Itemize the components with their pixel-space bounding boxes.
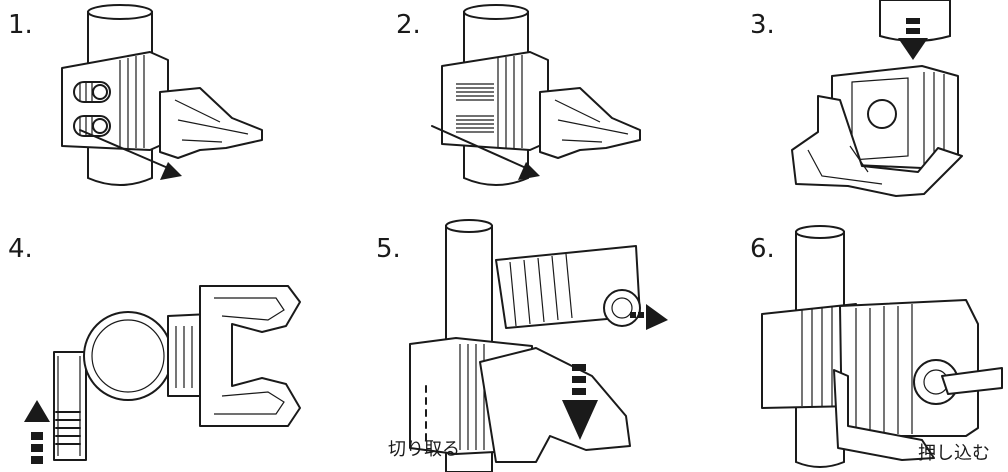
device-body [839,299,979,437]
direction-arrow-line [431,125,527,169]
step-2-illustration [431,4,641,186]
teeth-icon [55,411,81,445]
step-3-number: 3. [750,10,775,40]
step-5-caption: 切り取る [388,439,460,460]
step-2-panel: 2. [336,0,672,236]
knob-icon [603,289,641,327]
arrow-down-icon [898,18,928,60]
step-1-panel: 1. [0,0,336,236]
step-1-illustration [61,4,263,186]
hand-icon [941,367,1003,395]
spring-icon [456,83,494,133]
step-6-number: 6. [750,234,775,264]
tray [791,95,963,197]
bracket [159,87,263,159]
step-6-illustration [761,225,1003,468]
arrow-head-icon [160,162,182,180]
screw-icon [73,115,111,137]
direction-arrow-line [79,129,169,169]
arrow-right-icon [630,304,668,330]
step-6-panel: 6. 押し込む [672,225,1008,472]
step-4-panel: 4. [0,236,336,472]
screw-icon [73,81,111,103]
step-6-caption: 押し込む [918,443,990,464]
arrow-head-icon [518,162,540,180]
arrow-down-icon [562,364,598,440]
step-3-panel: 3. [672,0,1008,236]
bracket [539,87,641,159]
step-5-number: 5. [376,234,401,264]
tray [199,285,301,427]
step-5-illustration [409,219,668,472]
step-4-illustration [24,285,301,464]
tray [479,347,631,463]
step-3-illustration [791,0,963,197]
clamp-body [441,51,549,151]
rail [53,351,87,461]
tray [833,369,935,461]
arrow-up-icon [24,400,50,464]
clamp-ring [83,311,173,401]
step-5-panel: 5. 切り取る [336,219,672,472]
step-1-number: 1. [8,10,33,40]
step-4-number: 4. [8,234,33,264]
step-2-number: 2. [396,10,421,40]
